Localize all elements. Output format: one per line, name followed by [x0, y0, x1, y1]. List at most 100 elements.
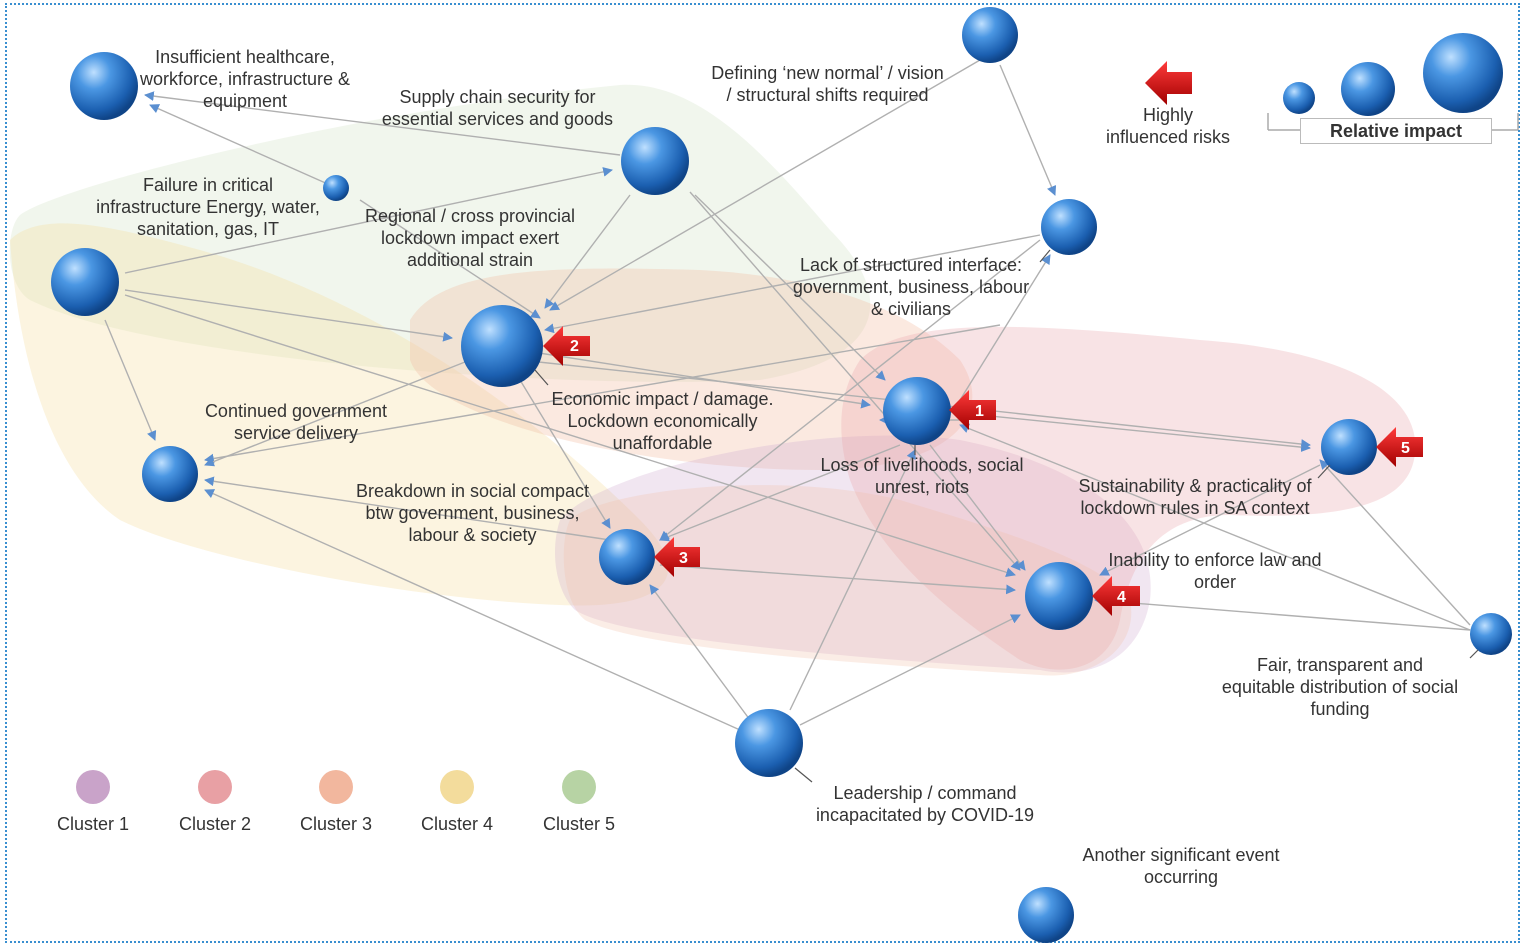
impact-large: [1423, 33, 1503, 113]
edge: [789, 449, 916, 711]
cluster-name-1: Cluster 1: [56, 814, 130, 834]
label-insufficient-healthcare: Insufficient healthcare, workforce, infr…: [139, 47, 351, 111]
edge: [1094, 595, 1471, 631]
influence-arrow-5: 5: [1376, 427, 1423, 467]
edge: [359, 199, 541, 319]
label-social-funding: Fair, transparent and equitable distribu…: [1221, 655, 1459, 719]
edge: [659, 564, 1016, 595]
edge: [929, 444, 1026, 571]
influence-number-4: 4: [1117, 589, 1126, 606]
edge: [549, 59, 981, 311]
label-leadership: Leadership / command incapacitated by CO…: [815, 783, 1035, 825]
influence-arrow-1: 1: [949, 390, 996, 430]
edge: [124, 289, 453, 342]
cluster-name-5: Cluster 5: [542, 814, 616, 834]
cluster-swatch-2: [198, 770, 232, 804]
influence-arrow-2: 2: [543, 326, 590, 366]
cluster-swatch-4: [440, 770, 474, 804]
impact-medium: [1341, 62, 1395, 116]
node-social-compact: [599, 529, 655, 585]
cluster-swatch-1: [76, 770, 110, 804]
node-leadership: [735, 709, 803, 777]
cluster-1-hull: [555, 435, 1151, 673]
edge: [204, 359, 471, 467]
label-infrastructure-failure: Failure in critical infrastructure Energ…: [96, 175, 320, 239]
relative-impact-legend: [1267, 33, 1519, 131]
influence-number-2: 2: [570, 338, 579, 355]
edge: [659, 444, 901, 542]
node-structured-interface: [1041, 199, 1097, 255]
node-regional-lockdown: [323, 175, 349, 201]
edge: [999, 64, 1057, 196]
edges: [104, 59, 1471, 731]
edge: [204, 476, 611, 541]
influence-number-3: 3: [679, 550, 688, 567]
edge: [124, 167, 613, 274]
highly-influenced-label: Highly influenced risks: [1105, 105, 1231, 147]
label-economic-impact: Economic impact / damage. Lockdown econo…: [551, 389, 774, 453]
node-another-event: [1018, 887, 1074, 943]
label-new-normal: Defining ‘new normal’ / vision / structu…: [711, 63, 944, 105]
cluster-swatch-5: [562, 770, 596, 804]
influence-number-1: 1: [975, 403, 984, 420]
edge: [124, 294, 1016, 578]
node-social-funding: [1470, 613, 1512, 655]
label-supply-chain: Supply chain security for essential serv…: [381, 87, 614, 129]
cluster-3-lower-hull: [563, 485, 1132, 676]
edge: [649, 584, 751, 721]
influence-number-5: 5: [1401, 440, 1410, 457]
node-supply-chain: [621, 127, 689, 195]
cluster-3-hull: [410, 268, 973, 470]
label-livelihoods: Loss of livelihoods, social unrest, riot…: [820, 455, 1024, 497]
cluster-swatch-3: [319, 770, 353, 804]
label-social-compact: Breakdown in social compact btw governme…: [355, 481, 590, 545]
frame-border: [5, 3, 1520, 943]
edge: [519, 349, 871, 409]
node-sustainability: [1321, 419, 1377, 475]
node-law-order: [1025, 562, 1093, 630]
cluster-legend-1: Cluster 1: [48, 770, 138, 835]
edge: [544, 234, 1041, 334]
edge: [1099, 464, 1321, 576]
edge: [204, 489, 741, 731]
node-economic-impact: [461, 305, 543, 387]
influence-arrow-4: 4: [1092, 576, 1140, 616]
label-law-order: Inability to enforce law and order: [1108, 550, 1322, 592]
edge: [959, 423, 1471, 631]
cluster-name-3: Cluster 3: [299, 814, 373, 834]
cluster-name-2: Cluster 2: [178, 814, 252, 834]
edge: [949, 411, 1311, 452]
impact-small: [1283, 82, 1315, 114]
edge: [544, 194, 631, 309]
edge: [959, 254, 1051, 401]
edge: [149, 104, 331, 186]
label-another-event: Another significant event occurring: [1082, 845, 1280, 887]
node-insufficient-healthcare: [70, 52, 138, 120]
edge: [104, 319, 157, 441]
edge: [144, 91, 621, 156]
label-structured-interface: Lack of structured interface: government…: [792, 255, 1030, 319]
node-infrastructure-failure: [51, 248, 119, 316]
node-new-normal: [962, 7, 1018, 63]
node-government-service: [142, 446, 198, 502]
label-sustainability: Sustainability & practicality of lockdow…: [1078, 476, 1312, 518]
cluster-legend-5: Cluster 5: [534, 770, 624, 835]
edge: [1319, 459, 1471, 626]
label-regional-lockdown: Regional / cross provincial lockdown imp…: [364, 206, 576, 270]
edge: [799, 614, 1021, 726]
edge: [659, 239, 1041, 541]
influence-arrows: 2 1 5 3 4: [543, 61, 1423, 616]
leader-lines: [534, 249, 1479, 783]
cluster-legend-3: Cluster 3: [291, 770, 381, 835]
cluster-legend-2: Cluster 2: [170, 770, 260, 835]
influence-arrow-3: 3: [654, 537, 700, 577]
edge: [689, 191, 1021, 571]
relative-impact-label: Relative impact: [1300, 118, 1492, 144]
edge: [694, 194, 886, 381]
node-livelihoods: [883, 377, 951, 445]
nodes: [51, 7, 1512, 943]
edge: [519, 379, 611, 529]
cluster-name-4: Cluster 4: [420, 814, 494, 834]
